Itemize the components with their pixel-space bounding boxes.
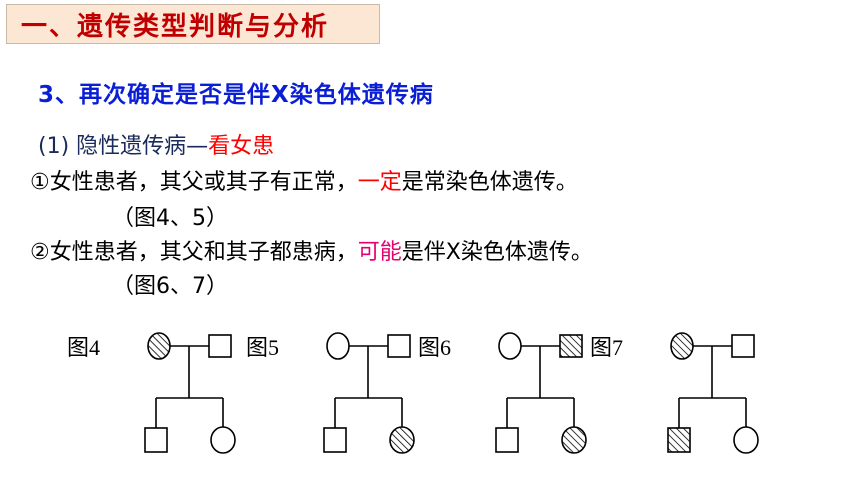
rule-2-post: 是伴X染色体遗传。 — [401, 240, 593, 265]
daughter-symbol — [389, 426, 415, 454]
pedigree-label: 图7 — [590, 335, 623, 360]
daughter-symbol — [561, 426, 587, 454]
rule-1: ①女性患者，其父或其子有正常，一定是常染色体遗传。 — [30, 164, 578, 196]
son-symbol — [495, 427, 519, 453]
daughter-symbol — [733, 426, 759, 454]
mother-symbol — [670, 332, 694, 360]
pedigree-label: 图4 — [67, 335, 100, 360]
father-symbol — [559, 334, 583, 358]
son-symbol — [323, 427, 347, 453]
father-symbol — [208, 334, 232, 358]
rule-1-pre: ①女性患者，其父或其子有正常， — [30, 170, 358, 195]
mother-symbol — [498, 332, 522, 360]
rule-2-figures: （图6、7） — [112, 274, 228, 299]
son-symbol — [144, 427, 168, 453]
father-symbol — [387, 334, 411, 358]
father-symbol — [731, 334, 755, 358]
pedigree-label: 图6 — [418, 335, 451, 360]
section-title: 一、遗传类型判断与分析 — [6, 4, 380, 44]
subheading-prefix: (1) 隐性遗传病— — [38, 134, 209, 159]
rule-2-pre: ②女性患者，其父和其子都患病， — [30, 240, 358, 265]
rule-2-highlight: 可能 — [357, 240, 402, 265]
subheading-highlight: 看女患 — [208, 134, 275, 159]
heading: 3、再次确定是否是伴X染色体遗传病 — [38, 82, 434, 108]
rule-1-highlight: 一定 — [357, 170, 402, 195]
subheading-recessive: (1) 隐性遗传病—看女患 — [38, 128, 274, 160]
rule-1-figures: （图4、5） — [112, 206, 228, 231]
daughter-symbol — [210, 426, 236, 454]
rule-2: ②女性患者，其父和其子都患病，可能是伴X染色体遗传。 — [30, 234, 593, 266]
pedigree-label: 图5 — [246, 335, 279, 360]
mother-symbol — [147, 332, 171, 360]
rule-1-post: 是常染色体遗传。 — [401, 170, 578, 195]
mother-symbol — [326, 332, 350, 360]
son-symbol — [667, 427, 691, 453]
